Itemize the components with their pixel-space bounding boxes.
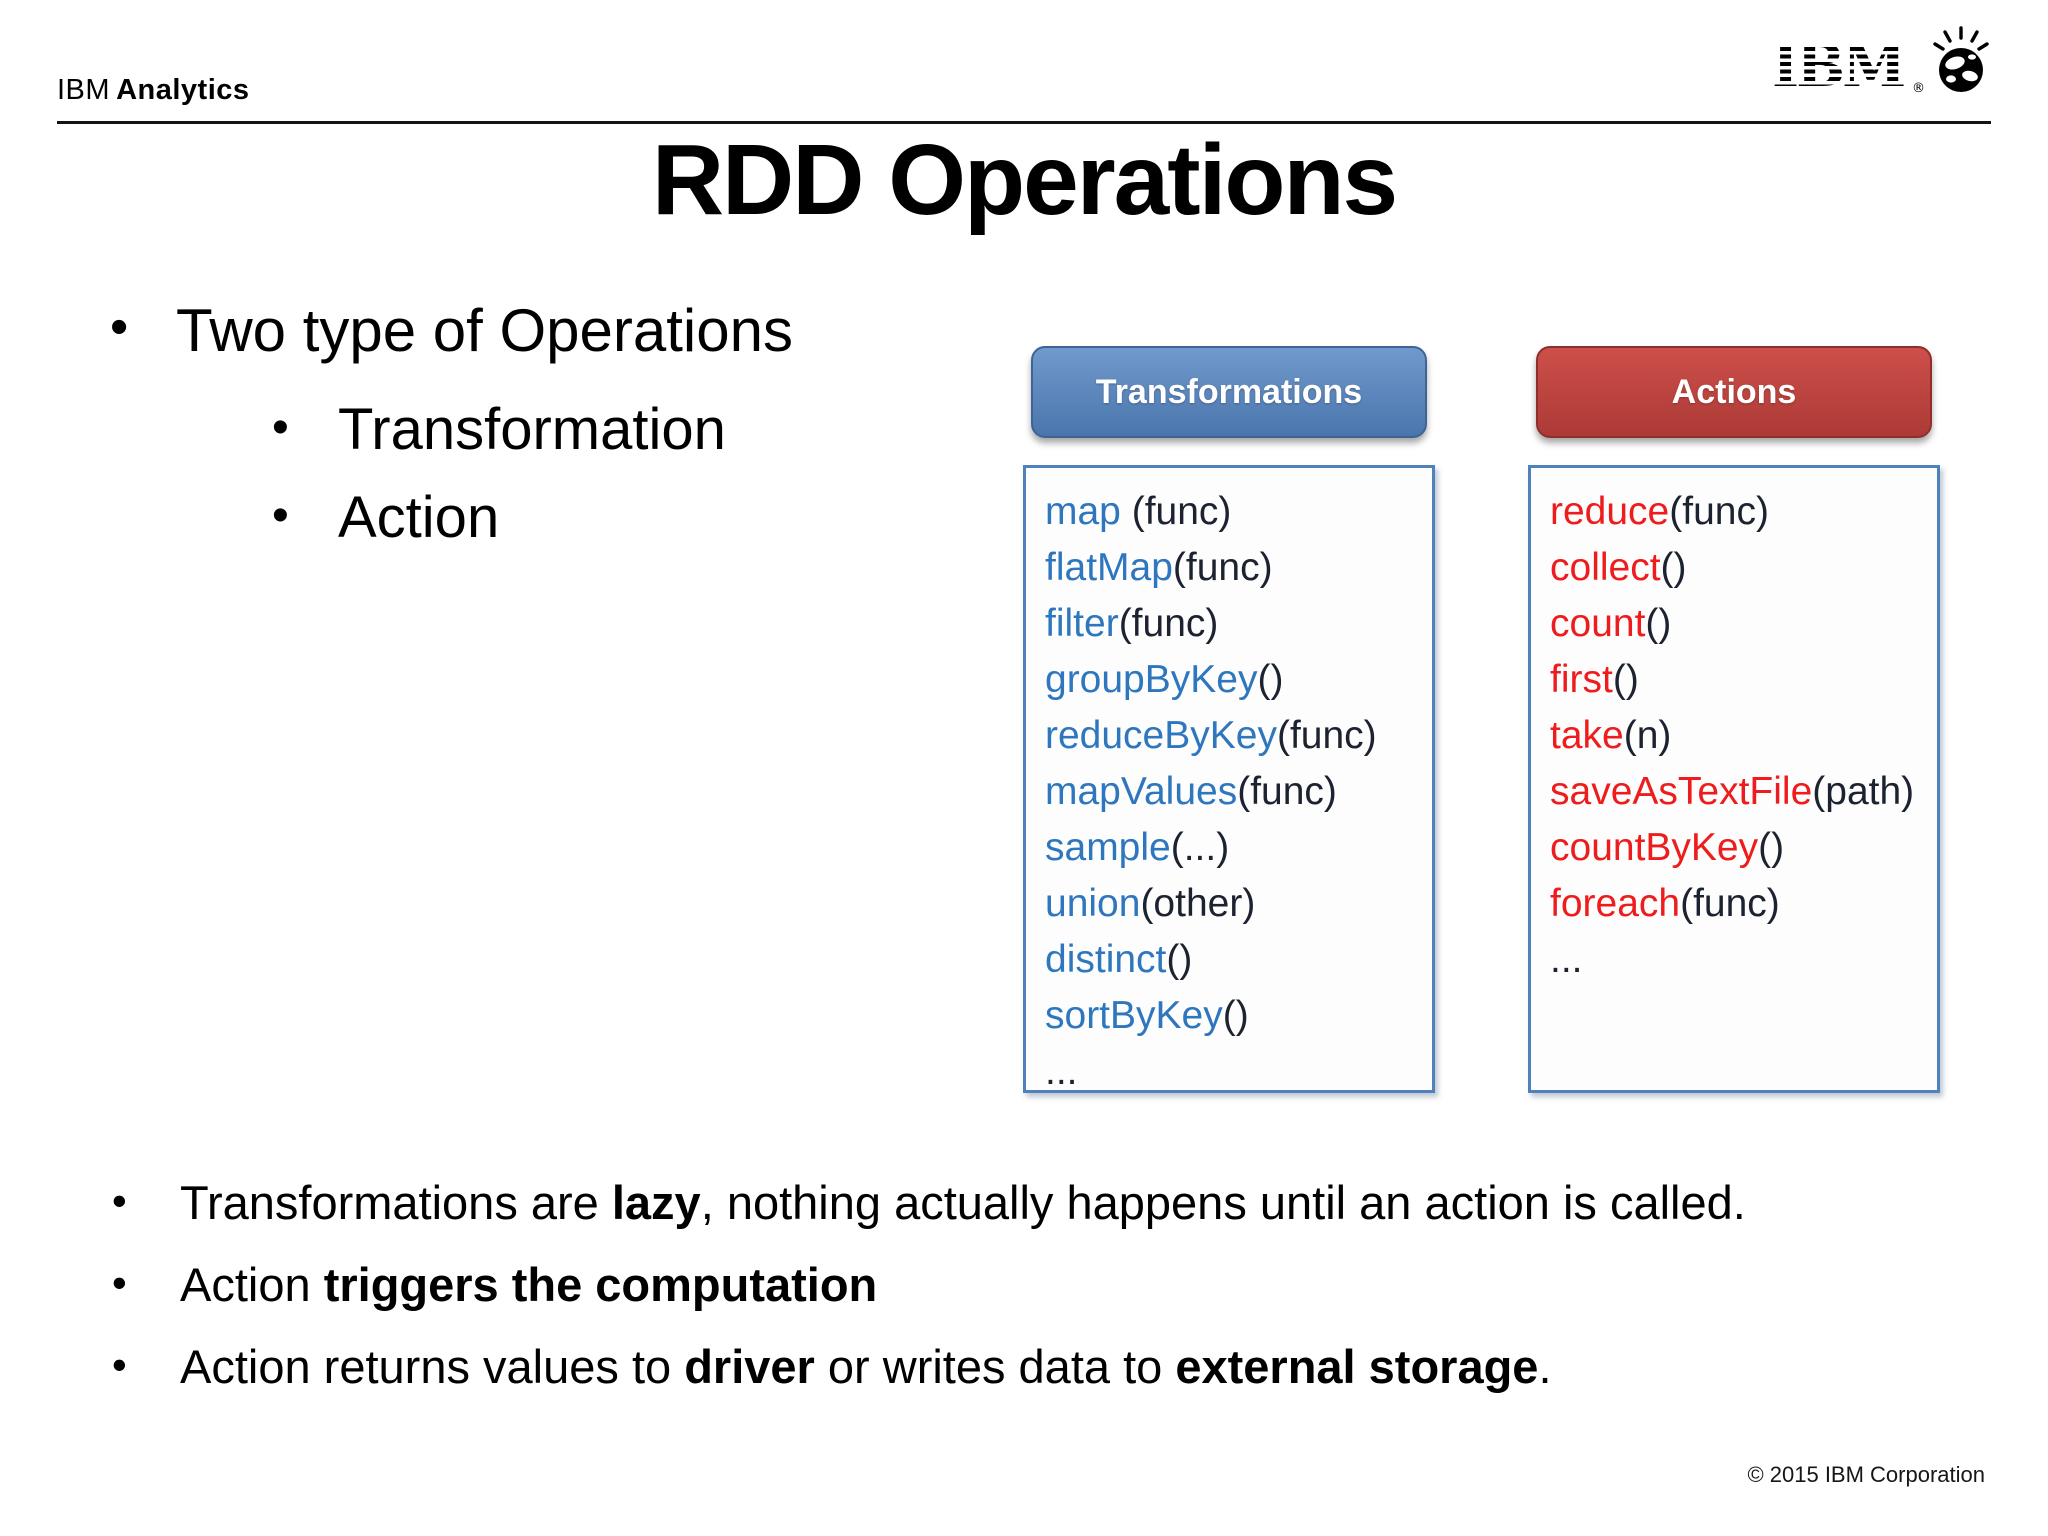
main-bullet: Two type of Operations TransformationAct… xyxy=(110,290,793,562)
actions-button[interactable]: Actions xyxy=(1536,346,1932,438)
header-divider xyxy=(57,121,1991,124)
globe-icon xyxy=(1933,26,1989,92)
function-item: first() xyxy=(1550,658,1639,701)
function-item: filter(func) xyxy=(1045,602,1219,645)
actions-panel: Actions reduce(func) collect() count() firs… xyxy=(1528,346,1940,1093)
transformations-box: map (func) flatMap(func) filter(func) group… xyxy=(1023,465,1435,1093)
function-item: countByKey() xyxy=(1550,826,1785,869)
sub-bullet-item: Action xyxy=(272,472,793,562)
function-item: distinct() xyxy=(1045,938,1193,981)
function-item: foreach(func) xyxy=(1550,882,1780,925)
function-item: reduceByKey(func) xyxy=(1045,714,1377,757)
brand-analytics: Analytics xyxy=(116,74,250,106)
bottom-bullets: Transformations are lazy, nothing actual… xyxy=(110,1166,1860,1414)
function-item: reduce(func) xyxy=(1550,490,1769,533)
function-item: sample(...) xyxy=(1045,826,1230,869)
intro-bullets: Two type of Operations TransformationAct… xyxy=(110,290,793,562)
function-item: ... xyxy=(1550,938,1583,981)
ibm-logo: IBM ® xyxy=(1772,26,1990,94)
bullet-item: Action returns values to driver or write… xyxy=(110,1330,1860,1402)
main-bullet-text: Two type of Operations xyxy=(176,297,793,364)
function-item: take(n) xyxy=(1550,714,1672,757)
function-item: groupByKey() xyxy=(1045,658,1284,701)
bullet-item: Transformations are lazy, nothing actual… xyxy=(110,1166,1860,1238)
bullet-item: Action triggers the computation xyxy=(110,1248,1860,1320)
actions-box: reduce(func) collect() count() first() take(… xyxy=(1528,465,1940,1093)
copyright: © 2015 IBM Corporation xyxy=(1747,1462,1985,1487)
function-item: collect() xyxy=(1550,546,1687,589)
function-item: mapValues(func) xyxy=(1045,770,1337,813)
page-title: RDD Operations xyxy=(651,124,1398,236)
svg-text:®: ® xyxy=(1912,81,1924,94)
transformations-button[interactable]: Transformations xyxy=(1031,346,1427,438)
sub-bullet-item: Transformation xyxy=(272,384,793,474)
function-item: ... xyxy=(1045,1050,1078,1093)
function-item: union(other) xyxy=(1045,882,1256,925)
transformations-panel: Transformations map (func) flatMap(func) f… xyxy=(1023,346,1435,1093)
function-item: sortByKey() xyxy=(1045,994,1249,1037)
function-item: saveAsTextFile(path) xyxy=(1550,770,1915,813)
function-item: map (func) xyxy=(1045,490,1232,533)
sub-bullets: TransformationAction xyxy=(272,384,793,562)
svg-text:IBM: IBM xyxy=(1772,32,1904,94)
ibm-striped-logo-icon: IBM ® xyxy=(1772,32,1924,94)
function-item: flatMap(func) xyxy=(1045,546,1273,589)
function-item: count() xyxy=(1550,602,1672,645)
brand-ibm: IBM xyxy=(57,74,111,106)
